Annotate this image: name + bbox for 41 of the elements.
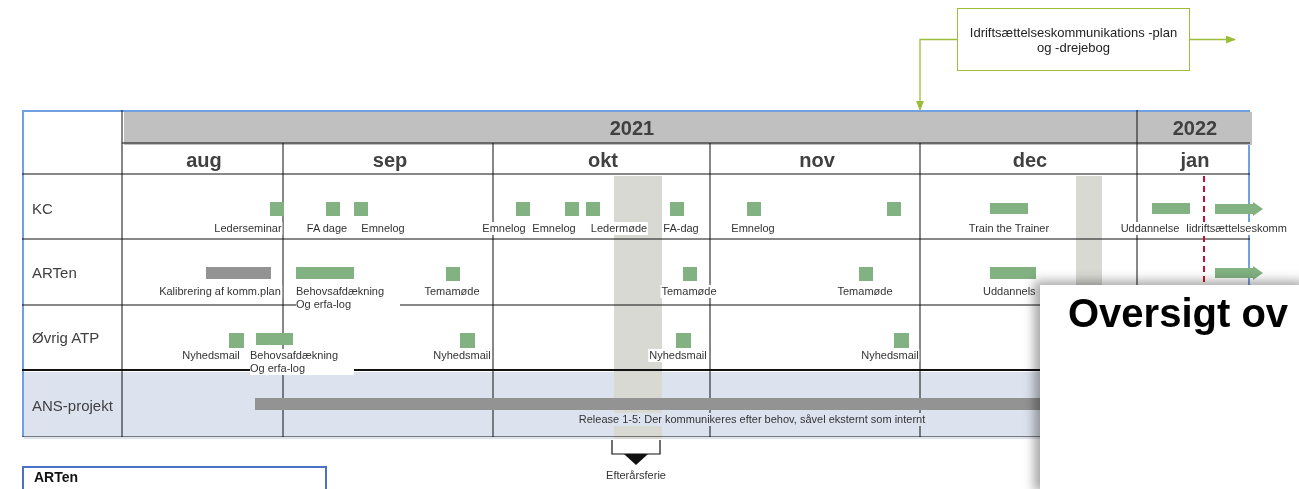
event-label: FA dage (305, 222, 349, 235)
month-label: jan (1180, 148, 1210, 172)
holiday-band (1076, 176, 1102, 286)
month-label: dec (1012, 148, 1048, 172)
arrow (1189, 35, 1236, 44)
panel-title: Oversigt ov (1068, 290, 1289, 336)
month-label: sep (372, 148, 408, 172)
event-label: Nyhedsmail (648, 349, 708, 362)
event-label: Nyhedsmail (181, 349, 241, 362)
event-label: Nyhedsmail (432, 349, 492, 362)
event-label: Release 1-5: Der kommunikeres efter behov, såvel eksternt som internt (577, 413, 927, 426)
event-label: Emnelog (730, 222, 776, 235)
event-label: Temamøde (836, 285, 894, 298)
event-label: Lederseminar (213, 222, 283, 235)
row-label: ARTen (32, 264, 77, 282)
event-label: Temamøde (660, 285, 718, 298)
event-label: Emnelog (360, 222, 406, 235)
event-label: Kalibrering af komm.plan (158, 285, 282, 298)
month-label: okt (588, 148, 618, 172)
event-label: Ledermøde (589, 222, 649, 235)
event-label: Uddannels (982, 285, 1037, 298)
note-box: Idriftsættelseskommunikations -plan og -drejebog (957, 8, 1190, 71)
year-label: 2022 (1172, 116, 1218, 140)
event-label: Temamøde (423, 285, 481, 298)
event-label: Iidriftsættelseskomm (1185, 222, 1288, 235)
month-label: nov (799, 148, 835, 172)
row-label: Øvrig ATP (32, 329, 100, 347)
month-label: aug (186, 148, 222, 172)
event-label: Behovsafdækning Og erfa-log (296, 285, 400, 311)
section-label: ARTen (34, 471, 79, 484)
event-label: Nyhedsmail (860, 349, 920, 362)
note-label: Efterårsferie (606, 469, 666, 482)
event-label: Uddannelse (1119, 222, 1181, 235)
row-label: KC (32, 200, 53, 218)
year-label: 2021 (609, 116, 655, 140)
event-label: Emnelog (531, 222, 577, 235)
event-label: Behovsafdækning Og erfa-log (250, 349, 354, 375)
event-label: Emnelog (481, 222, 527, 235)
row-label: ANS-projekt (32, 397, 113, 415)
event-label: Train the Trainer (967, 222, 1051, 235)
arrow (916, 38, 958, 111)
